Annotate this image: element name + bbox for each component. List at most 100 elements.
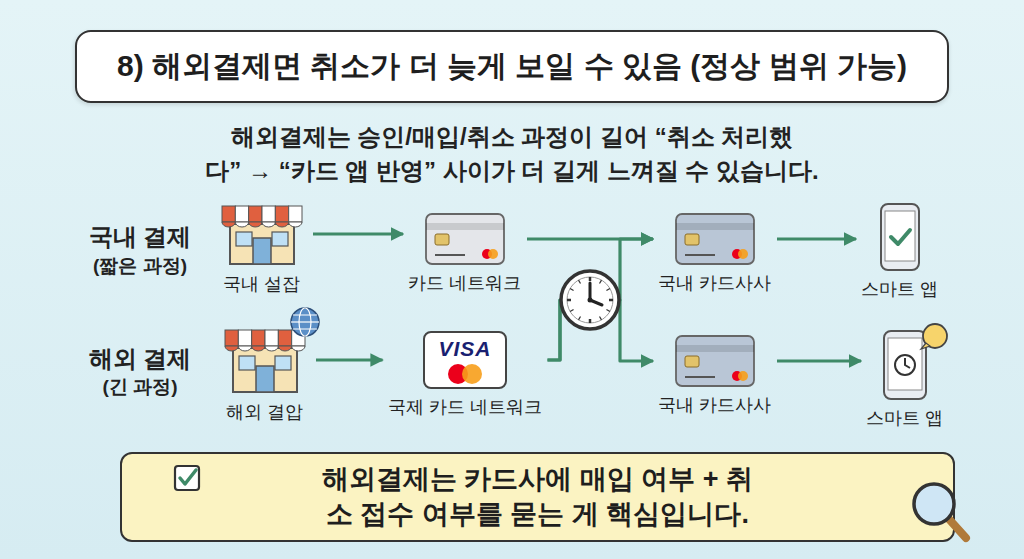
icon-group	[884, 324, 947, 399]
awning-scallop	[252, 346, 265, 351]
card-logo	[488, 249, 498, 259]
node-label: 국내 설잡	[223, 272, 300, 296]
clock-tick	[589, 277, 592, 281]
globe-line	[293, 329, 317, 330]
store-window	[272, 232, 288, 246]
node-icon	[880, 203, 920, 271]
card-stripe	[676, 223, 754, 230]
check-mark	[180, 470, 196, 484]
awning-stripe	[278, 330, 291, 346]
clock-tick	[600, 280, 602, 283]
awning-stripe	[222, 206, 235, 222]
globe-icon	[291, 308, 319, 336]
flow-arrow	[777, 359, 861, 362]
icon-node: VISA국제 카드 네트워크	[383, 331, 548, 419]
magnifier-icon	[914, 484, 966, 538]
store-window	[239, 356, 255, 370]
node-icon	[219, 326, 311, 394]
icon-node: 스마트 앱	[861, 330, 949, 430]
node-icon	[425, 213, 505, 265]
clock-tick	[567, 299, 571, 302]
awning-scallop	[289, 222, 302, 227]
globe	[291, 308, 319, 336]
awning-stripe	[262, 206, 275, 222]
awning-stripe	[275, 206, 288, 222]
row-label: (긴 과정)	[103, 374, 178, 401]
awning-stripe	[235, 206, 248, 222]
icon-group	[222, 206, 302, 264]
node-icon	[883, 330, 927, 400]
card-logo	[738, 371, 748, 381]
clock-tick	[589, 319, 592, 323]
svg-part	[589, 283, 592, 300]
icon-node: 스마트 앱	[856, 203, 944, 301]
magnifier-lens	[914, 484, 954, 524]
clock-tick	[579, 316, 581, 319]
clock-face	[895, 355, 915, 375]
card-shape	[426, 214, 504, 264]
node-label: 스마트 앱	[861, 277, 938, 301]
node-icon	[216, 202, 308, 266]
subtitle-text: 해외결제는 승인/매입/취소 과정이 길어 “취소 처리했다” → “카드 앱 …	[117, 120, 907, 187]
awning-stripe	[252, 330, 265, 346]
title-box: 8) 해외결제면 취소가 더 늦게 보일 수 있음 (정상 범위 가능)	[75, 30, 949, 103]
row-label: 해외 결제	[89, 342, 192, 376]
checkbox-icon	[175, 466, 199, 490]
card-chip	[435, 234, 449, 245]
awning-stripe	[238, 330, 251, 346]
store-window	[275, 356, 291, 370]
check-mark	[891, 230, 910, 244]
node-label: 카드 네트워크	[408, 271, 521, 295]
card-digits	[685, 254, 715, 256]
icon-node: 국내 카드사사	[653, 335, 777, 417]
clock-tick	[606, 289, 609, 291]
phone-body	[884, 331, 926, 399]
store-door	[253, 238, 271, 264]
card-stripe	[676, 345, 754, 352]
awning-scallop	[249, 222, 262, 227]
card-digits	[435, 254, 465, 256]
node-label: 스마트 앱	[866, 406, 943, 430]
icon-node: 국내 카드사사	[653, 213, 777, 295]
icon-group	[426, 214, 504, 264]
connector-group	[313, 234, 861, 361]
row-label: 국내 결제	[89, 220, 192, 254]
store-door	[256, 366, 274, 392]
awning-scallop	[238, 346, 251, 351]
label-holder: 해외 결제	[60, 342, 220, 376]
svg-part	[588, 298, 593, 303]
clock-tick	[609, 299, 613, 302]
node-icon	[675, 335, 755, 387]
icon-node: 해외 결압	[214, 326, 316, 424]
awning-stripe	[289, 206, 302, 222]
clock-icon	[561, 271, 619, 329]
label-holder: (긴 과정)	[60, 374, 220, 401]
flow-arrow	[548, 239, 654, 360]
bubble-tail	[921, 343, 930, 349]
brand-logo-text: VISA	[383, 337, 548, 361]
svg-part	[567, 277, 613, 323]
node-label: 해외 결압	[226, 400, 303, 424]
awning-scallop	[292, 346, 305, 351]
awning-stripe	[225, 330, 238, 346]
node-label: 국내 카드사사	[658, 271, 771, 295]
awning-scallop	[275, 222, 288, 227]
flow-arrow	[316, 358, 383, 361]
summary-text: 해외결제는 카드사에 매입 여부 + 취소 접수 여부를 묻는 게 핵심입니다.	[218, 454, 858, 540]
clock-hands	[905, 358, 910, 368]
card-stripe	[426, 223, 504, 230]
phone-body	[881, 204, 919, 270]
checkbox	[175, 466, 199, 490]
icon-group	[225, 308, 319, 392]
icon-node: 카드 네트워크	[403, 213, 527, 295]
awning-scallop	[235, 222, 248, 227]
label-holder: (짧은 과정)	[60, 253, 220, 280]
label-holder: 국내 결제	[60, 220, 220, 254]
globe-line	[293, 315, 317, 316]
row-label: (짧은 과정)	[93, 253, 187, 280]
card-chip	[685, 356, 699, 367]
icon-group	[676, 336, 754, 386]
card-chip	[685, 234, 699, 245]
flow-arrow	[313, 232, 403, 235]
phone-clock	[895, 355, 915, 375]
